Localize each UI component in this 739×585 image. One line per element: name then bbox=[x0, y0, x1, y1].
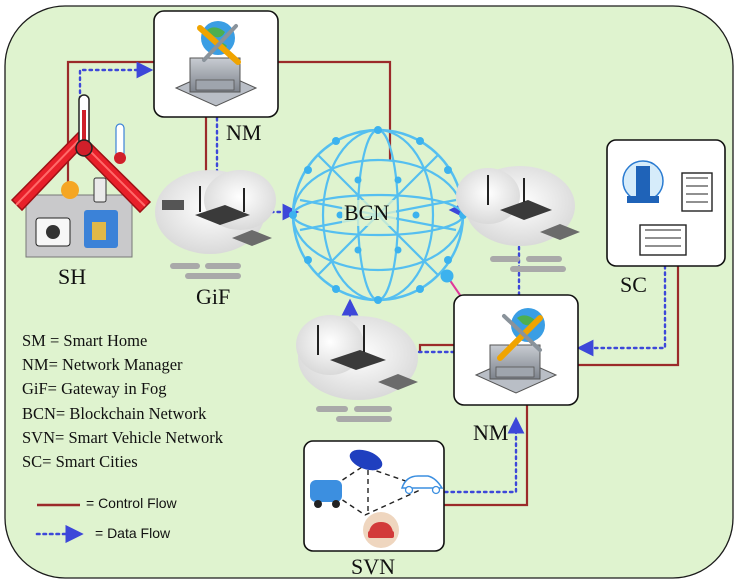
nm-bottom-label: NM bbox=[473, 420, 509, 445]
data-line-sc-nm bbox=[576, 264, 667, 357]
vehicle-network-icon bbox=[303, 440, 445, 552]
control-flow-legend-label: = Control Flow bbox=[86, 495, 177, 511]
gateway-router-icon-bottom bbox=[296, 315, 418, 422]
control-line-nm-gif2 bbox=[418, 343, 454, 353]
bcn-label: BCN bbox=[344, 200, 390, 225]
data-line-svn-nm bbox=[443, 416, 525, 494]
legend-list: SM = Smart Home NM= Network Manager GiF=… bbox=[22, 329, 223, 474]
network-manager-icon bbox=[153, 10, 279, 118]
network-manager-icon-bottom bbox=[453, 294, 579, 406]
smart-city-icon bbox=[606, 139, 726, 267]
legend-item: GiF= Gateway in Fog bbox=[22, 379, 167, 399]
legend-item: SC= Smart Cities bbox=[22, 452, 138, 472]
nm-top-label: NM bbox=[226, 120, 262, 145]
control-line-svn-nm bbox=[443, 405, 529, 507]
control-line-nm-bcn bbox=[278, 60, 392, 160]
gateway-router-icon bbox=[155, 170, 276, 279]
sc-label: SC bbox=[620, 272, 647, 297]
legend-item: BCN= Blockchain Network bbox=[22, 403, 207, 423]
legend-item: SVN= Smart Vehicle Network bbox=[22, 427, 224, 447]
gif-label: GiF bbox=[196, 284, 231, 309]
smart-home-icon bbox=[10, 94, 152, 258]
data-flow-legend-label: = Data Flow bbox=[95, 525, 171, 541]
control-line-sc-nm bbox=[577, 266, 680, 367]
sh-label: SH bbox=[58, 264, 87, 289]
svn-label: SVN bbox=[351, 554, 396, 579]
legend-item: SM = Smart Home bbox=[22, 331, 148, 350]
gateway-router-icon-right bbox=[456, 166, 580, 272]
legend-item: NM= Network Manager bbox=[22, 355, 183, 375]
